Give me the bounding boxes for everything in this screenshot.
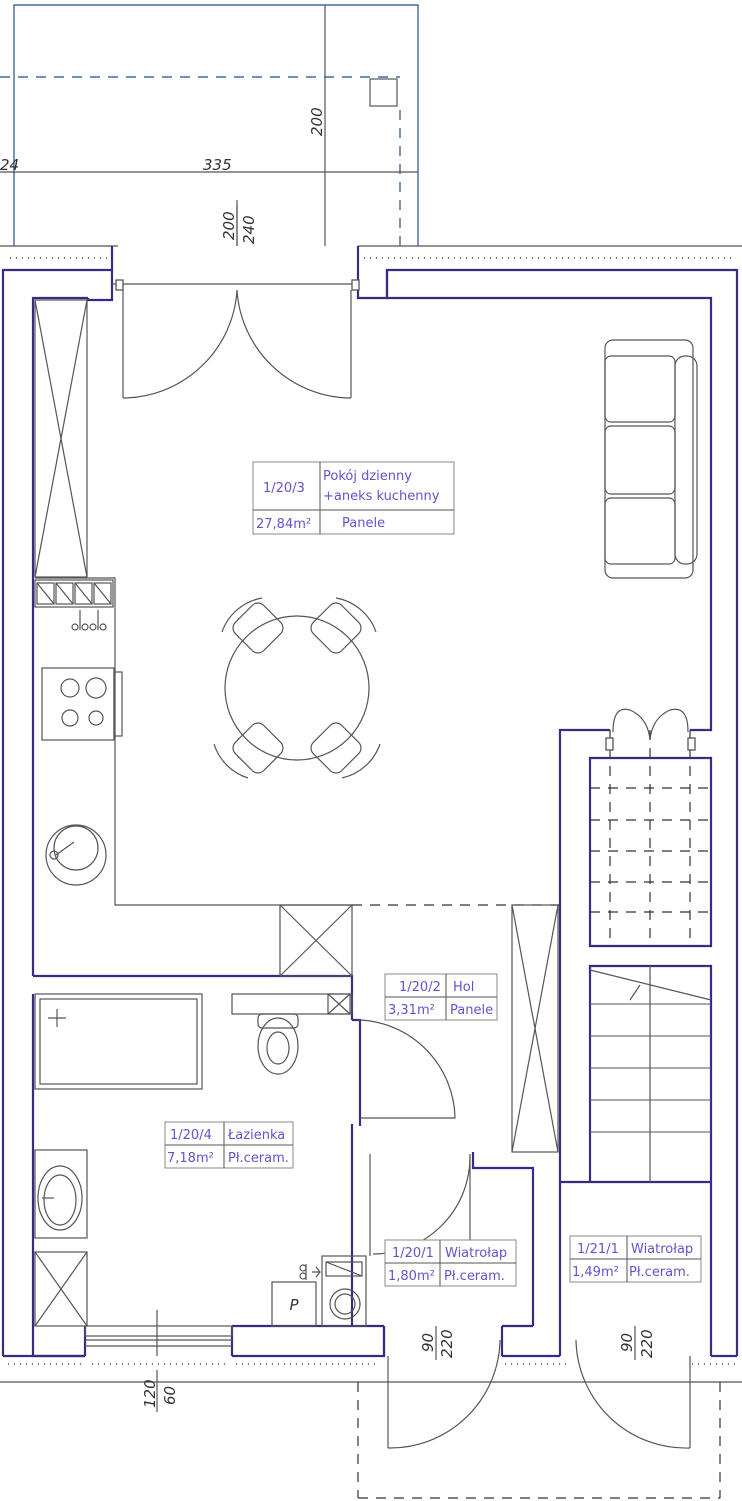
- toilet-icon: [257, 1013, 299, 1075]
- knob-icons: [71, 610, 107, 631]
- sofa-icon: [604, 339, 698, 579]
- room-label-vestibule-1: 1/20/1 Wiatrołap 1,80m² Pł.ceram.: [384, 1239, 517, 1287]
- room-label-bathroom: 1/20/4 Łazienka 7,18m² Pł.ceram.: [164, 1121, 294, 1169]
- entry-doors: [357, 1339, 721, 1499]
- room-id: 1/20/2: [399, 980, 441, 995]
- cooktop-icon: [41, 667, 123, 741]
- terrace-door: [112, 279, 360, 399]
- kitchen-sink-icon: [45, 824, 107, 886]
- room-name: Pokój dzienny: [323, 469, 412, 484]
- room-name: Wiatrołap: [445, 1246, 507, 1261]
- dim-left-partial: 24: [0, 156, 19, 174]
- room-floor: Panele: [342, 516, 385, 531]
- dim-window-top: 120: [141, 1379, 159, 1408]
- hall-wardrobe: [279, 904, 560, 1153]
- room-name: Wiatrołap: [631, 1242, 693, 1257]
- dim-entry1-bottom: 220: [438, 1329, 456, 1358]
- room-id: 1/21/1: [577, 1242, 619, 1257]
- room-floor: Pł.ceram.: [629, 1265, 690, 1280]
- boiler-box: [271, 1281, 317, 1327]
- outer-walls: [0, 245, 742, 1383]
- terrace: [0, 4, 419, 246]
- kitchen-counter: [34, 577, 352, 906]
- bathroom-sink-icon: [34, 1149, 88, 1239]
- room-floor: Pł.ceram.: [228, 1151, 289, 1166]
- room-name: Łazienka: [227, 1128, 285, 1143]
- bathroom-fixtures: P: [34, 993, 367, 1356]
- interior-doors: [358, 1019, 471, 1256]
- dim-terrace-depth: 200: [308, 107, 326, 136]
- room-id: 1/20/4: [170, 1128, 212, 1143]
- dim-terrace-width: 335: [203, 156, 232, 174]
- dim-terrace-door-bottom: 240: [240, 215, 258, 244]
- terrace-post: [369, 78, 398, 107]
- room-area: 1,80m²: [388, 1269, 435, 1284]
- room-name: Hol: [453, 980, 474, 995]
- room-area: 3,31m²: [388, 1003, 435, 1018]
- tall-cabinet: [34, 299, 88, 578]
- dining-table-icon: [213, 597, 381, 779]
- room-id: 1/20/1: [392, 1246, 434, 1261]
- room-label-living: 1/20/3 Pokój dzienny +aneks kuchenny 27,…: [252, 461, 455, 535]
- boiler-label: P: [289, 1296, 299, 1314]
- boiler-pipe-icon: [299, 1264, 321, 1280]
- room-id: 1/20/3: [263, 481, 305, 496]
- room-name-line2: +aneks kuchenny: [323, 489, 440, 504]
- dimension-labels: 24 335 200 200 240 90 220 90 220 120 60: [0, 107, 656, 1412]
- dim-terrace-door-top: 200: [220, 211, 238, 240]
- room-area: 27,84m²: [256, 517, 311, 532]
- washing-machine-icon: [321, 1255, 367, 1327]
- dim-entry1-top: 90: [419, 1333, 437, 1352]
- room-floor: Panele: [450, 1003, 493, 1018]
- room-label-hall: 1/20/2 Hol 3,31m² Panele: [384, 973, 498, 1021]
- room-label-vestibule-2: 1/21/1 Wiatrołap 1,49m² Pł.ceram.: [569, 1235, 702, 1283]
- dim-entry2-bottom: 220: [638, 1329, 656, 1358]
- room-floor: Pł.ceram.: [444, 1269, 505, 1284]
- dim-entry2-top: 90: [618, 1333, 636, 1352]
- stairs: [589, 708, 712, 1182]
- room-area: 1,49m²: [572, 1265, 619, 1280]
- dim-window-bottom: 60: [161, 1386, 179, 1405]
- room-area: 7,18m²: [167, 1151, 214, 1166]
